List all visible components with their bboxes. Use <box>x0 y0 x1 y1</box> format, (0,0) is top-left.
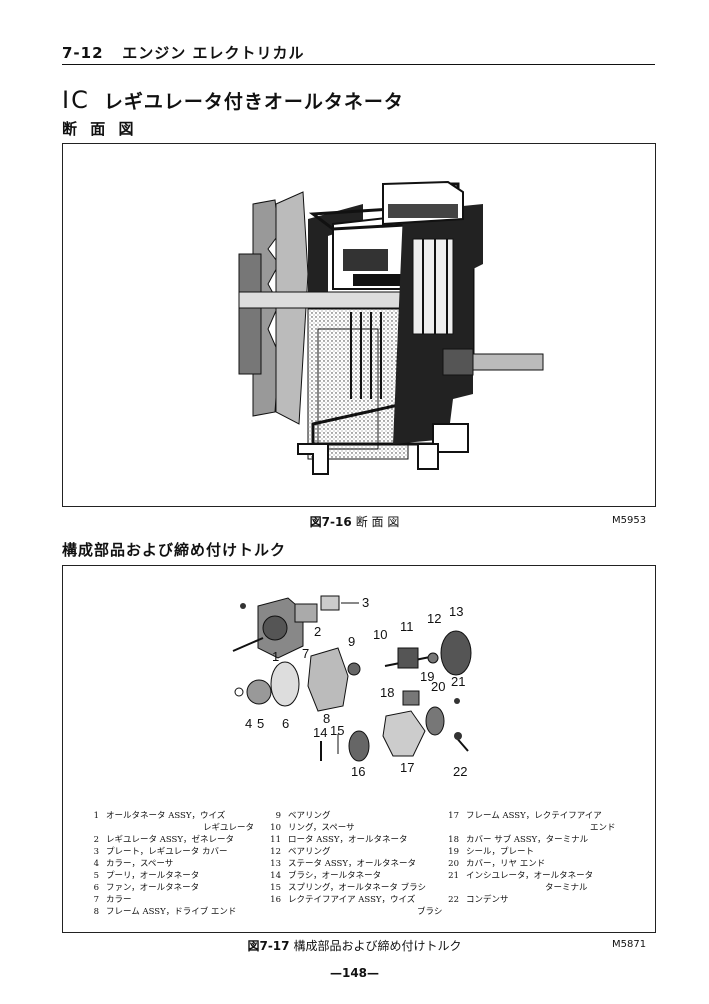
figure2-code: M5871 <box>612 939 647 950</box>
components-figure: 3 2 1 7 9 10 11 12 13 19 18 20 21 4 5 6 … <box>62 565 656 933</box>
callout-1: 1 <box>272 649 279 664</box>
part-alternator-assy <box>232 597 304 659</box>
part-pulley <box>246 679 272 705</box>
page-title: IC レギユレータ付きオールタネータ <box>62 86 404 114</box>
part-rear-cover <box>425 706 445 736</box>
part-plate <box>320 595 340 611</box>
part-rectifier-end-frame <box>382 710 426 757</box>
part-fan <box>270 661 300 707</box>
figure2-label: 図7-17 <box>247 939 290 953</box>
callout-18: 18 <box>380 685 394 700</box>
figure1-code: M5953 <box>612 515 647 526</box>
section-title: エンジン エレクトリカル <box>122 44 305 62</box>
alternator-cross-section-drawing <box>238 180 544 475</box>
callout-16: 16 <box>351 764 365 779</box>
callout-12: 12 <box>427 611 441 626</box>
part-drive-end-frame <box>307 647 349 712</box>
callout-10: 10 <box>373 627 387 642</box>
title-text: レギユレータ付きオールタネータ <box>103 91 404 113</box>
part-rectifier <box>348 730 370 762</box>
title-prefix: IC <box>62 86 90 114</box>
callout-11: 11 <box>400 619 414 634</box>
callout-7: 7 <box>302 646 309 661</box>
figure2-caption-text: 構成部品および締め付けトルク <box>293 939 462 953</box>
callout-8: 8 <box>323 711 330 726</box>
page-header: 7-12 エンジン エレクトリカル <box>62 42 304 63</box>
callout-6: 6 <box>282 716 289 731</box>
subheading: 断 面 図 <box>62 120 138 138</box>
part-regulator <box>294 603 318 623</box>
callout-2: 2 <box>314 624 321 639</box>
callout-4: 4 <box>245 716 252 731</box>
callout-22: 22 <box>453 764 467 779</box>
callout-5: 5 <box>257 716 264 731</box>
callout-13: 13 <box>449 604 463 619</box>
legend-item-cont: レギユレータ <box>203 823 255 833</box>
callout-17: 17 <box>400 760 414 775</box>
part-stator <box>440 630 472 676</box>
figure1-caption-text: 断 面 図 <box>355 515 400 529</box>
callout-14: 14 <box>313 725 327 740</box>
callout-19: 19 <box>420 669 434 684</box>
part-rotor <box>384 647 436 669</box>
callout-20: 20 <box>431 679 445 694</box>
legend-item-cont: ターミナル <box>545 883 588 893</box>
page-number: —148— <box>329 966 380 980</box>
callout-9: 9 <box>348 634 355 649</box>
header-rule <box>62 64 655 65</box>
callout-21: 21 <box>451 674 465 689</box>
exploded-view-drawing: 3 2 1 7 9 10 11 12 13 19 18 20 21 4 5 6 … <box>232 595 472 779</box>
section-number: 7-12 <box>62 44 104 62</box>
figure1-label: 図7-16 <box>309 515 352 529</box>
components-section-title: 構成部品および締め付けトルク <box>62 541 287 559</box>
callout-3: 3 <box>362 595 369 610</box>
cross-section-figure <box>62 143 656 507</box>
legend-item-cont: ブラシ <box>417 907 443 917</box>
legend-item-cont: エンド <box>590 823 616 833</box>
callout-15: 15 <box>330 723 344 738</box>
